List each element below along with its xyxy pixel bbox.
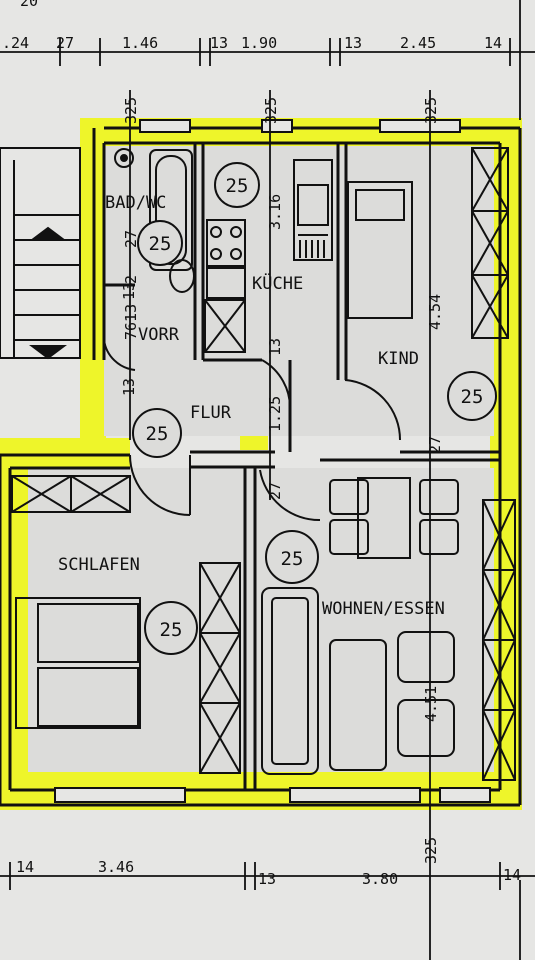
dim-bottom-2: 3.46 — [98, 858, 134, 876]
dim-vert-325-b: 325 — [262, 97, 280, 124]
dim-vert-13-a: 13 — [266, 338, 284, 356]
dim-vert-7613: 7613 — [122, 304, 140, 340]
room-label-bad: BAD/WC — [105, 193, 166, 213]
badge-schlafen: 25 — [144, 601, 198, 655]
dim-vert-125: 1.25 — [266, 396, 284, 432]
dim-top-4: 13 — [210, 34, 228, 52]
dim-vert-316: 3.16 — [266, 194, 284, 230]
dim-bottom-1: 14 — [16, 858, 34, 876]
badge-schlafen-value: 25 — [160, 619, 183, 641]
dim-bottom-3: 13 — [258, 870, 276, 888]
dim-top-6: 13 — [344, 34, 362, 52]
dim-vert-454: 4.54 — [426, 294, 444, 330]
kitchen-fittings — [206, 159, 333, 299]
room-label-kind: KIND — [378, 349, 419, 369]
room-label-schlafen: SCHLAFEN — [58, 555, 140, 575]
dim-bottom-4: 3.80 — [362, 870, 398, 888]
badge-kueche: 25 — [214, 162, 260, 208]
badge-wohnen: 25 — [265, 530, 319, 584]
dim-vert-27-a: 27 — [122, 230, 140, 248]
walls — [0, 126, 522, 807]
staircase — [0, 147, 81, 360]
dim-top-7: 2.45 — [400, 34, 436, 52]
living-furniture — [261, 477, 459, 775]
wardrobes — [11, 147, 516, 781]
dim-vert-13-b: 13 — [120, 378, 138, 396]
badge-wohnen-value: 25 — [281, 548, 304, 570]
beds — [15, 181, 413, 729]
room-label-kueche: KÜCHE — [252, 272, 303, 294]
dim-bottom-5: 14 — [503, 866, 521, 884]
dim-vert-325-a: 325 — [122, 97, 140, 124]
dim-vert-27-b: 27 — [266, 482, 284, 500]
dim-vert-325-d: 325 — [422, 837, 440, 864]
dim-top-8: 14 — [484, 34, 502, 52]
dim-top-9: 20 — [20, 0, 38, 10]
badge-kind: 25 — [447, 371, 497, 421]
room-label-flur: FLUR — [190, 403, 232, 423]
badge-flur-value: 25 — [146, 423, 169, 445]
room-label-vorr: VORR — [138, 325, 180, 345]
badge-kind-value: 25 — [461, 386, 484, 408]
dim-vert-325-c: 325 — [422, 97, 440, 124]
dim-vert-13-c: 13 — [120, 282, 138, 300]
dim-top-2: 27 — [56, 34, 74, 52]
badge-bad-value: 25 — [149, 233, 172, 255]
dim-vert-451: 4.51 — [422, 686, 440, 722]
badge-bad: 25 — [137, 220, 183, 266]
dim-vert-2: 2 — [122, 275, 140, 284]
badge-flur: 25 — [132, 408, 182, 458]
room-label-wohnen-essen: WOHNEN/ESSEN — [322, 599, 445, 619]
badge-kueche-value: 25 — [226, 175, 249, 197]
bathroom-fittings — [114, 148, 195, 293]
dim-top-5: 1.90 — [241, 34, 277, 52]
dim-top-1: .24 — [2, 34, 29, 52]
dim-top-3: 1.46 — [122, 34, 158, 52]
dim-vert-27-c: 27 — [426, 436, 444, 454]
